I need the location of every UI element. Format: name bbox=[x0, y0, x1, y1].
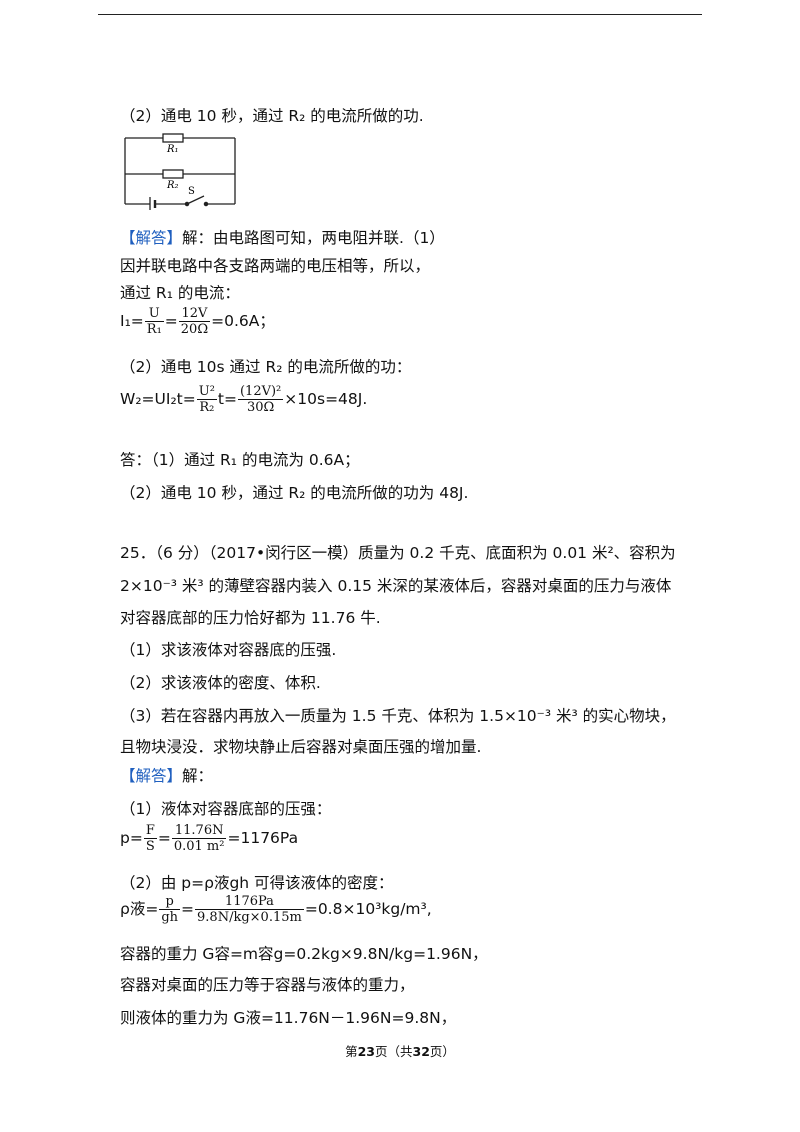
q25-s5: 则液体的重力为 G液=11.76N－1.96N=9.8N， bbox=[120, 1009, 457, 1027]
q25-answer-intro: 【解答】解： bbox=[120, 767, 214, 785]
q25-s2: （2）由 p=ρ液gh 可得该液体的密度： bbox=[120, 874, 394, 892]
answer-tag: 【解答】 bbox=[120, 229, 183, 247]
q25-q1: （1）求该液体对容器底的压强. bbox=[120, 641, 337, 659]
q24-part2-question: （2）通电 10 秒，通过 R₂ 的电流所做的功. bbox=[120, 107, 424, 125]
q24-line3: 通过 R₁ 的电流： bbox=[120, 284, 240, 302]
switch-label: S bbox=[188, 186, 195, 197]
q25-stem3: 对容器底部的压力恰好都为 11.76 牛. bbox=[120, 609, 381, 627]
page-number: 23 bbox=[357, 1044, 375, 1059]
q25-s1: （1）液体对容器底部的压强： bbox=[120, 800, 332, 818]
q24-part2-work: （2）通电 10s 通过 R₂ 的电流所做的功： bbox=[120, 358, 412, 376]
q25-stem2: 2×10⁻³ 米³ 的薄壁容器内装入 0.15 米深的某液体后，容器对桌面的压力… bbox=[120, 577, 672, 595]
q24-ans2: （2）通电 10 秒，通过 R₂ 的电流所做的功为 48J. bbox=[120, 484, 469, 502]
q25-stem1: 25．（6 分）（2017•闵行区一模）质量为 0.2 千克、底面积为 0.01… bbox=[120, 544, 676, 562]
q25-s4: 容器对桌面的压力等于容器与液体的重力， bbox=[120, 976, 415, 994]
r1-label: R₁ bbox=[166, 144, 179, 155]
q25-q2: （2）求该液体的密度、体积. bbox=[120, 674, 321, 692]
q25-q3b: 且物块浸没．求物块静止后容器对桌面压强的增加量. bbox=[120, 738, 482, 756]
answer-tag: 【解答】 bbox=[120, 767, 183, 785]
circuit-diagram: R₁ R₂ S bbox=[124, 133, 236, 210]
page-total: 32 bbox=[412, 1044, 430, 1059]
q25-s3: 容器的重力 G容=m容g=0.2kg×9.8N/kg=1.96N， bbox=[120, 945, 488, 963]
q24-ans1: 答：（1）通过 R₁ 的电流为 0.6A； bbox=[120, 451, 360, 469]
q24-line2: 因并联电路中各支路两端的电压相等，所以， bbox=[120, 257, 431, 275]
header-rule bbox=[98, 14, 702, 15]
r2-label: R₂ bbox=[166, 180, 179, 191]
q24-answer-intro: 【解答】解：由电路图可知，两电阻并联.（1） bbox=[120, 229, 445, 247]
q25-q3a: （3）若在容器内再放入一质量为 1.5 千克、体积为 1.5×10⁻³ 米³ 的… bbox=[120, 707, 676, 725]
page-footer: 第23页（共32页） bbox=[345, 1044, 455, 1059]
